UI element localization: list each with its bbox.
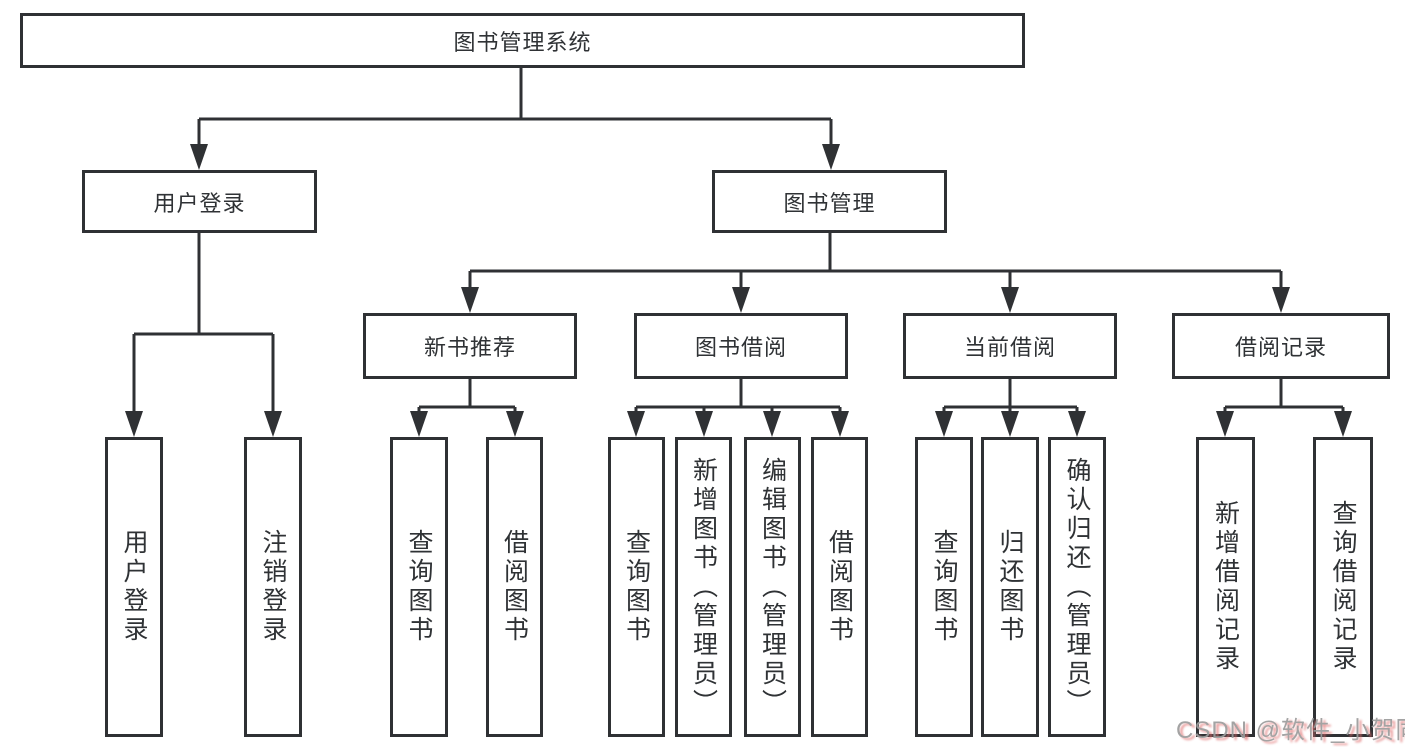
csdn-watermark: CSDN @软件_小贺同学 (1176, 717, 1405, 744)
leaf-current-query-books-label: 查询图书 (930, 529, 958, 645)
leaf-borrowing-add-books-admin-label: 新增图书（管理员） (689, 456, 718, 718)
leaf-borrowing-edit-books-admin-label: 编辑图书（管理员） (758, 456, 787, 718)
leaf-records-add-record: 新增借阅记录 (1196, 437, 1255, 737)
leaf-current-query-books: 查询图书 (915, 437, 973, 737)
node-borrowing-records-label: 借阅记录 (1234, 335, 1327, 360)
leaf-logout: 注销登录 (244, 437, 302, 737)
arrowheads (125, 144, 1352, 437)
node-new-book-recommend: 新书推荐 (363, 313, 577, 379)
node-user-login: 用户登录 (82, 170, 317, 233)
node-library-system: 图书管理系统 (20, 13, 1025, 68)
connector-path (132, 68, 1345, 414)
leaf-recommend-borrow-books-label: 借阅图书 (500, 529, 529, 645)
node-current-borrowing-label: 当前借阅 (963, 335, 1056, 360)
leaf-recommend-query-books: 查询图书 (390, 437, 448, 737)
leaf-logout-label: 注销登录 (259, 529, 287, 645)
node-user-login-label: 用户登录 (153, 190, 246, 216)
leaf-borrowing-add-books-admin: 新增图书（管理员） (675, 437, 732, 737)
node-book-management: 图书管理 (712, 170, 947, 233)
leaf-records-query-record: 查询借阅记录 (1313, 437, 1373, 737)
leaf-records-query-record-label: 查询借阅记录 (1329, 500, 1357, 674)
leaf-recommend-query-books-label: 查询图书 (405, 529, 433, 645)
leaf-user-login: 用户登录 (105, 437, 163, 737)
node-current-borrowing: 当前借阅 (903, 313, 1117, 379)
leaf-current-return-books-label: 归还图书 (996, 529, 1024, 645)
node-new-book-recommend-label: 新书推荐 (423, 335, 516, 360)
leaf-user-login-label: 用户登录 (120, 529, 148, 645)
node-book-borrowing: 图书借阅 (634, 313, 848, 379)
leaf-borrowing-borrow-books-label: 借阅图书 (825, 529, 854, 645)
node-borrowing-records: 借阅记录 (1172, 313, 1390, 379)
leaf-current-confirm-return-admin-label: 确认归还（管理员） (1063, 456, 1091, 718)
leaf-borrowing-borrow-books: 借阅图书 (811, 437, 868, 737)
leaf-current-return-books: 归还图书 (981, 437, 1039, 737)
leaf-borrowing-query-books: 查询图书 (608, 437, 665, 737)
leaf-recommend-borrow-books: 借阅图书 (486, 437, 543, 737)
leaf-borrowing-edit-books-admin: 编辑图书（管理员） (744, 437, 801, 737)
node-library-system-label: 图书管理系统 (453, 29, 592, 55)
node-book-borrowing-label: 图书借阅 (694, 335, 787, 360)
node-book-management-label: 图书管理 (783, 190, 876, 216)
leaf-borrowing-query-books-label: 查询图书 (622, 529, 651, 645)
leaf-current-confirm-return-admin: 确认归还（管理员） (1048, 437, 1106, 737)
leaf-records-add-record-label: 新增借阅记录 (1211, 500, 1240, 674)
